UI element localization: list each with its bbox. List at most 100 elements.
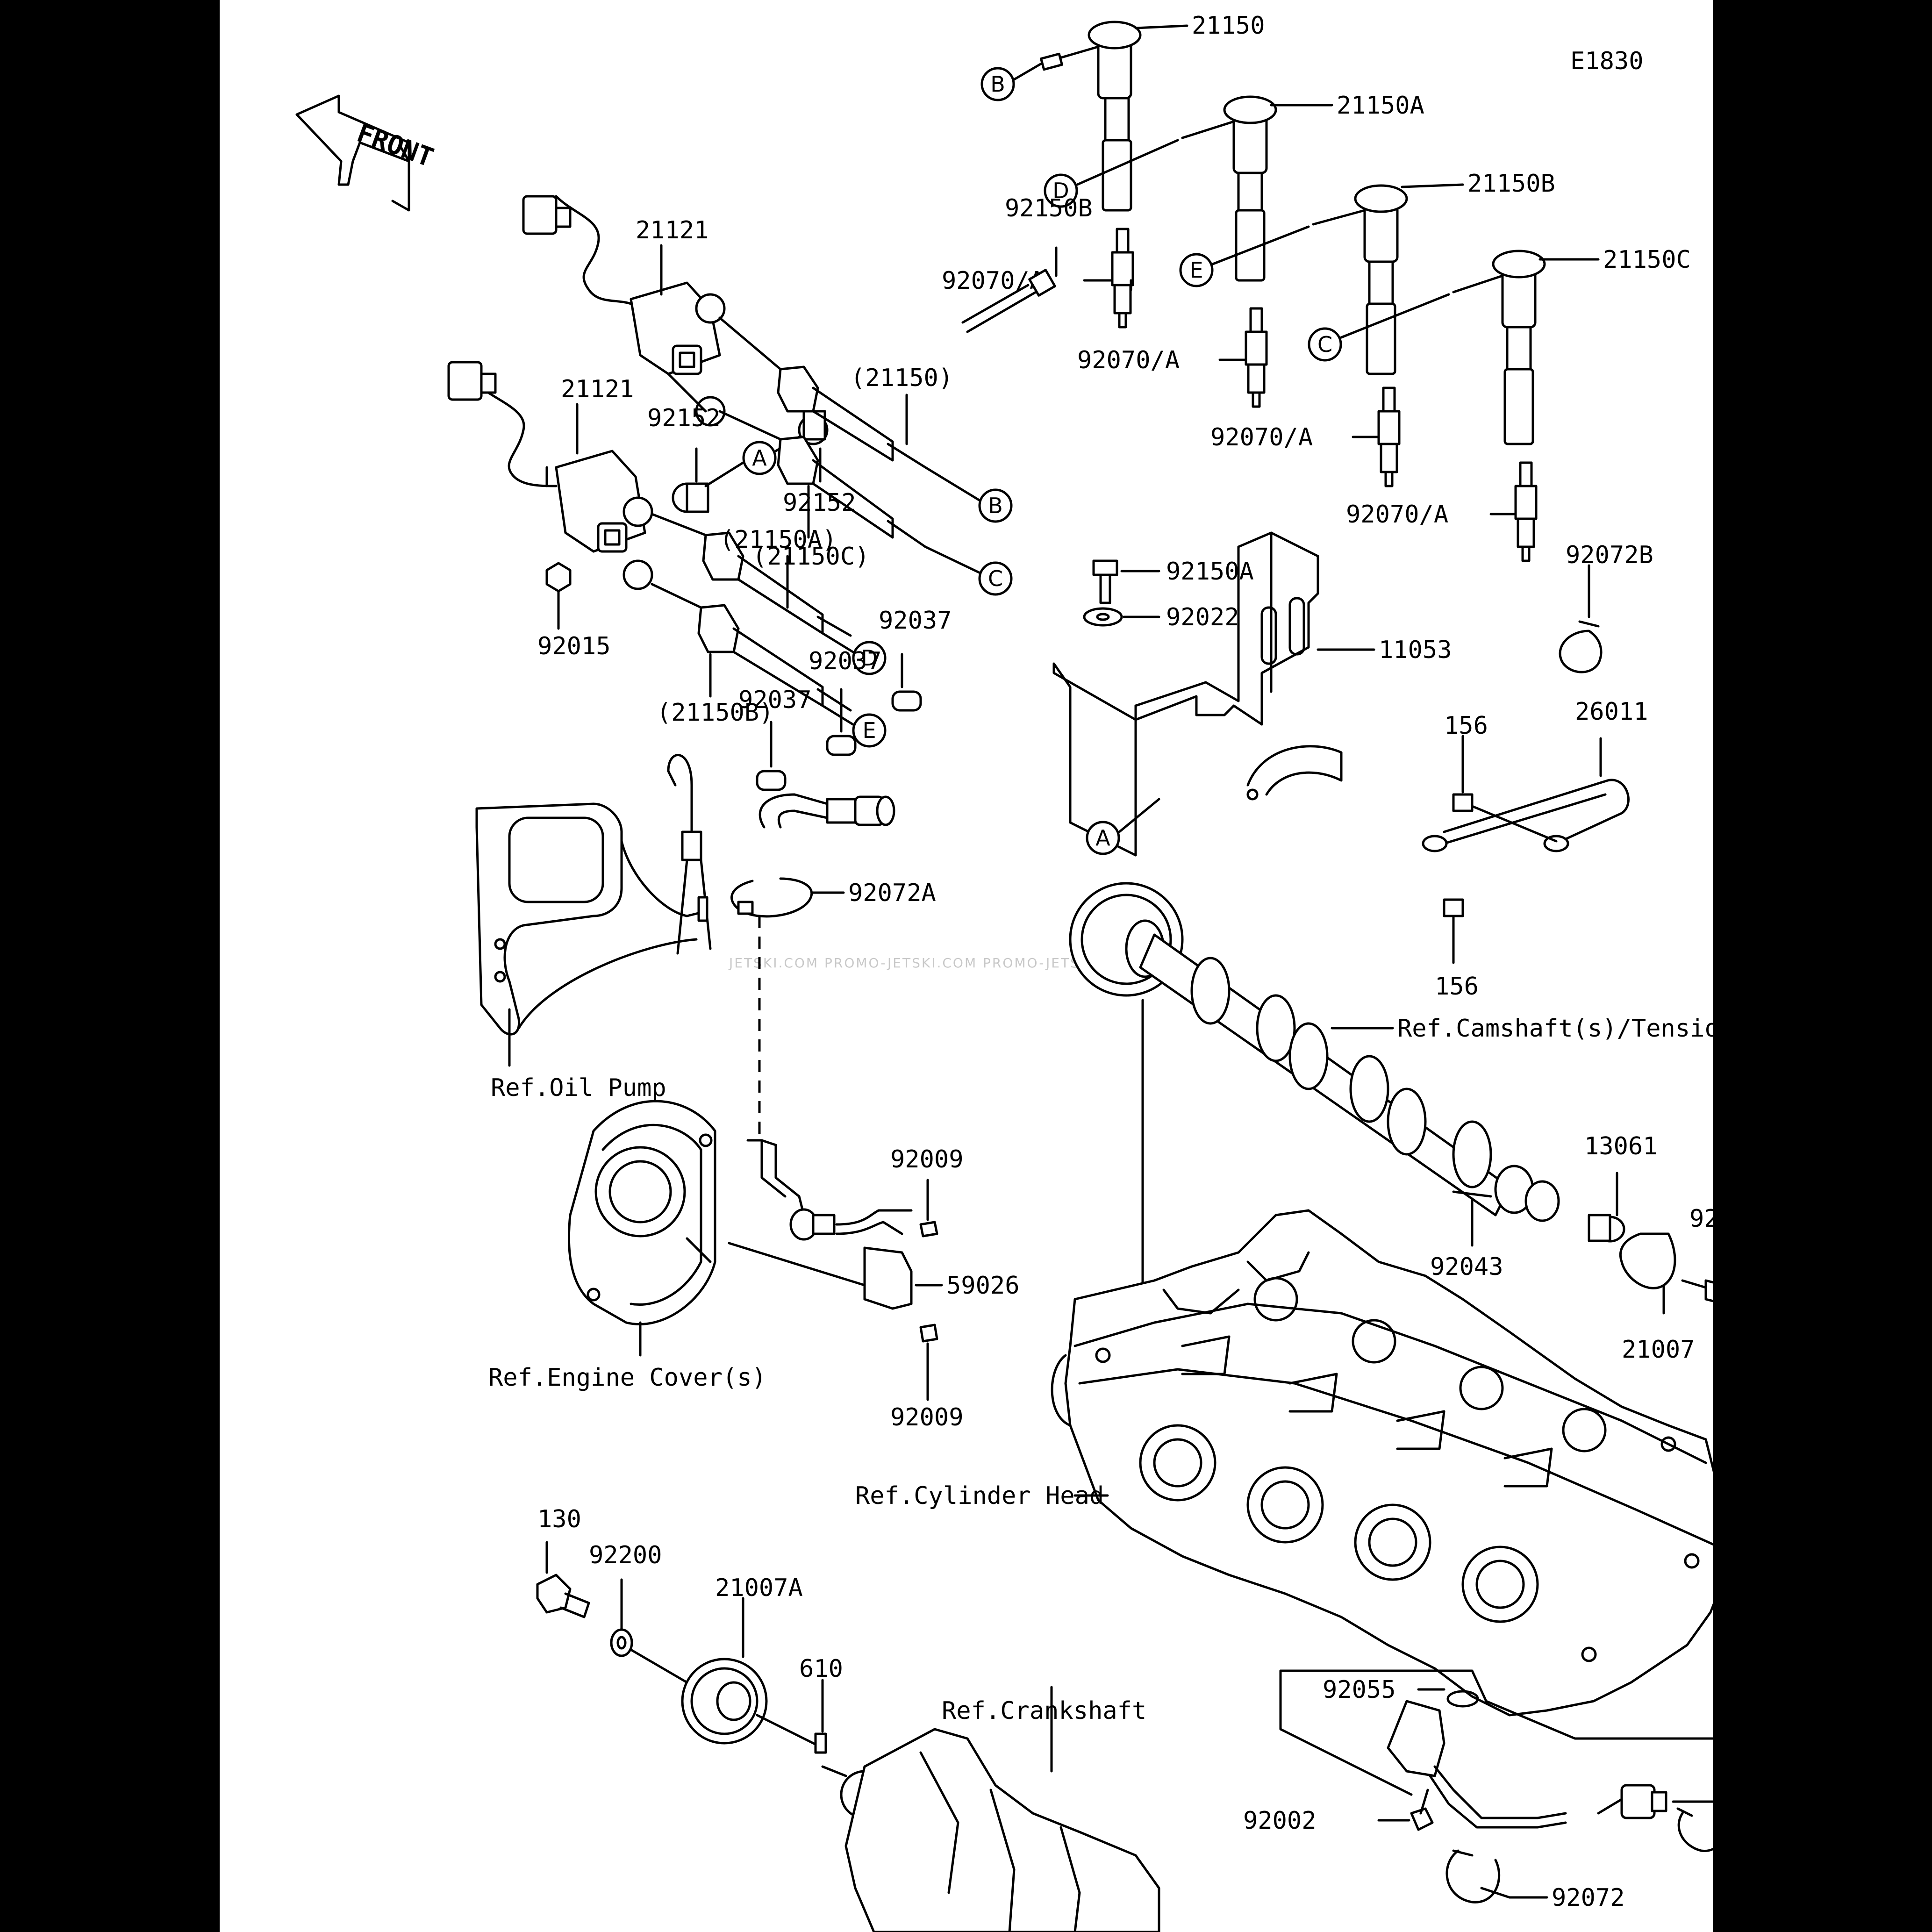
connector-A-left: A bbox=[704, 436, 801, 487]
washer-92022 bbox=[1083, 607, 1160, 627]
ignition-coil-upper bbox=[522, 195, 726, 427]
label-21150C: 21150C bbox=[1603, 246, 1691, 274]
svg-text:A: A bbox=[1095, 825, 1110, 851]
label-21150A-ref: (21150A) bbox=[720, 526, 837, 554]
label-11053: 11053 bbox=[1379, 636, 1452, 664]
label-59026: 59026 bbox=[946, 1272, 1020, 1300]
label-92072A: 92072A bbox=[848, 879, 936, 907]
svg-text:E: E bbox=[1189, 258, 1203, 283]
label-ref-cylinder-head: Ref.Cylinder Head bbox=[855, 1482, 1104, 1510]
sensor-59026 bbox=[728, 1139, 943, 1310]
clamp-92072-left bbox=[1445, 1849, 1548, 1903]
label-21121-upper: 21121 bbox=[636, 216, 709, 244]
svg-text:B: B bbox=[988, 493, 1003, 518]
ground-lead-26011 bbox=[1422, 737, 1630, 852]
label-ref-oil-pump: Ref.Oil Pump bbox=[491, 1074, 666, 1102]
bolt-156-upper bbox=[1452, 735, 1558, 843]
bolt-130 bbox=[536, 1541, 590, 1618]
pin-92043 bbox=[1452, 1190, 1492, 1247]
connector-B-top: B bbox=[980, 62, 1044, 101]
label-ref-engine-cover: Ref.Engine Cover(s) bbox=[488, 1364, 766, 1392]
label-13061: 13061 bbox=[1584, 1132, 1658, 1160]
spark-plug-cap-21150C bbox=[1452, 250, 1600, 445]
diagram-sheet: E1830 FRONT JETSKI.COM PROMO-JETSKI.COM … bbox=[220, 0, 1713, 1932]
dipstick bbox=[667, 754, 712, 955]
connector-A-bracket: A bbox=[1086, 798, 1160, 855]
svg-text:C: C bbox=[988, 566, 1003, 591]
svg-text:A: A bbox=[752, 445, 767, 471]
label-92022: 92022 bbox=[1166, 603, 1239, 631]
label-21150A: 21150A bbox=[1337, 92, 1424, 120]
bolt-92150 bbox=[1681, 1279, 1713, 1302]
bolt-92009-upper bbox=[919, 1179, 938, 1238]
spark-plug-4 bbox=[1489, 461, 1538, 562]
label-92037-a: 92037 bbox=[879, 607, 952, 635]
clip-92037-c bbox=[756, 721, 787, 791]
bolt-92150A bbox=[1092, 559, 1160, 604]
label-156-lower: 156 bbox=[1435, 973, 1479, 1001]
bolt-92002 bbox=[1377, 1789, 1434, 1831]
spark-plug-2 bbox=[1218, 307, 1268, 408]
clamp-92072B bbox=[1559, 564, 1603, 673]
cylinder-head bbox=[1051, 1209, 1713, 1717]
label-ref-crankshaft: Ref.Crankshaft bbox=[942, 1697, 1146, 1725]
label-92002: 92002 bbox=[1243, 1807, 1317, 1835]
label-ref-camshaft: Ref.Camshaft(s)/Tensioner bbox=[1397, 1015, 1713, 1043]
label-156-upper: 156 bbox=[1444, 712, 1488, 740]
engine-cover bbox=[568, 1100, 716, 1357]
washer-92200 bbox=[610, 1578, 688, 1684]
clamp-92072-right bbox=[1676, 1807, 1713, 1852]
connector-B-mid: B bbox=[924, 466, 1013, 523]
clip-92037-a bbox=[891, 653, 922, 712]
sleeve-21150A-ref bbox=[651, 513, 852, 637]
label-92070-1: 92070/A bbox=[942, 267, 1044, 295]
label-92070-2: 92070/A bbox=[1077, 346, 1180, 374]
label-92152-upper: 92152 bbox=[783, 489, 856, 517]
spark-plug-cap-21150B bbox=[1312, 183, 1464, 375]
label-92043: 92043 bbox=[1430, 1253, 1503, 1281]
sleeve-21150B-ref bbox=[651, 583, 852, 712]
sleeve-21150-ref bbox=[718, 316, 927, 469]
label-92200: 92200 bbox=[589, 1541, 662, 1569]
dowel-13061 bbox=[1588, 1172, 1625, 1243]
label-21150B: 21150B bbox=[1467, 170, 1555, 198]
crank-sensor-21176 bbox=[1279, 1669, 1713, 1829]
timing-rotor-21007A bbox=[681, 1597, 768, 1745]
label-21007: 21007 bbox=[1622, 1336, 1695, 1364]
connector-E-top: E bbox=[1179, 225, 1310, 287]
svg-text:C: C bbox=[1317, 332, 1332, 357]
label-92009-lower: 92009 bbox=[890, 1403, 964, 1431]
breather-hose bbox=[758, 793, 895, 829]
front-arrow-icon: FRONT bbox=[295, 94, 437, 212]
connector-D-top: D bbox=[1044, 139, 1179, 208]
label-21007A: 21007A bbox=[715, 1574, 803, 1602]
label-92150A: 92150A bbox=[1166, 558, 1254, 586]
label-21150-ref: (21150) bbox=[851, 364, 953, 392]
ignition-coil-lower bbox=[447, 361, 653, 590]
bolt-156-lower bbox=[1443, 898, 1464, 964]
label-21121-lower: 21121 bbox=[561, 375, 634, 403]
watermark: JETSKI.COM PROMO-JETSKI.COM PROMO-JETSKI… bbox=[728, 955, 1136, 971]
nut-92015 bbox=[545, 562, 572, 630]
connector-C-mid: C bbox=[924, 545, 1013, 596]
bolt-92009-lower bbox=[919, 1324, 938, 1401]
collar-92152-lower bbox=[672, 447, 709, 513]
rotor-21007 bbox=[1619, 1232, 1676, 1315]
label-21150C-ref: (21150C) bbox=[752, 543, 869, 571]
connector-D-mid: D bbox=[821, 632, 887, 675]
diagram-code: E1830 bbox=[1570, 47, 1644, 75]
label-92009-upper: 92009 bbox=[890, 1145, 964, 1174]
label-92072B: 92072B bbox=[1566, 541, 1653, 569]
clamp-92072A bbox=[730, 877, 845, 918]
label-92037-b: 92037 bbox=[809, 647, 882, 675]
sleeve-21150C-ref bbox=[718, 410, 927, 548]
label-21150B-ref: (21150B) bbox=[657, 699, 773, 727]
label-92072-left: 92072 bbox=[1552, 1884, 1625, 1912]
label-130: 130 bbox=[537, 1505, 581, 1533]
label-92150B: 92150B bbox=[1005, 194, 1093, 222]
clip-92037-b bbox=[826, 688, 857, 756]
label-92055: 92055 bbox=[1323, 1676, 1396, 1704]
spark-plug-1 bbox=[1083, 228, 1134, 329]
crankshaft bbox=[821, 1686, 1160, 1932]
connector-C-top: C bbox=[1308, 293, 1450, 362]
